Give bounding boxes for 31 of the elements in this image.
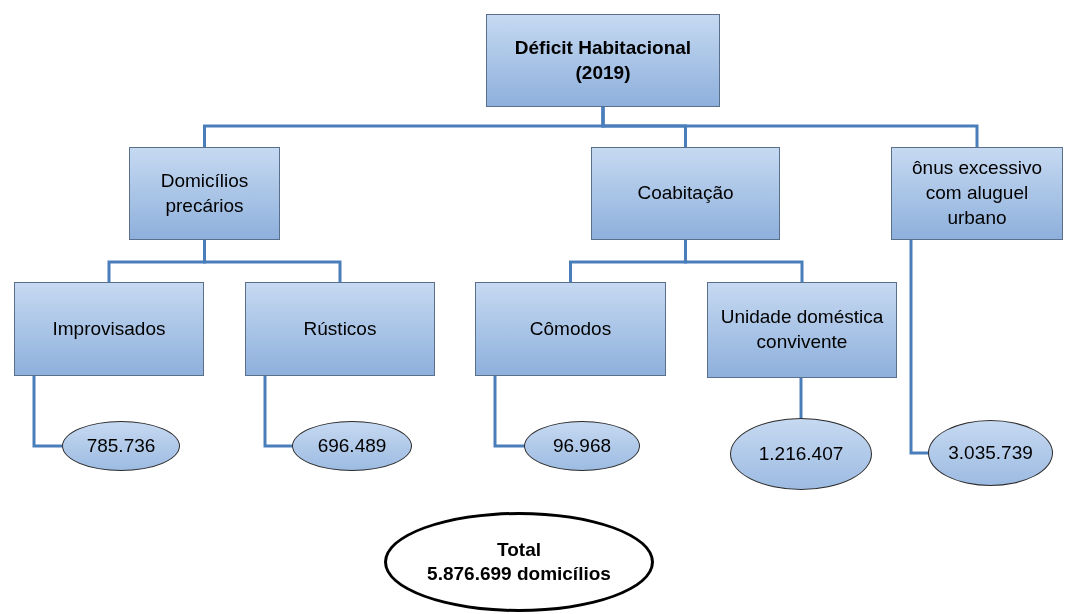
category-box [475,282,666,376]
category-box [707,282,897,378]
category-box [245,282,435,376]
node-text: 785.736 [86,433,156,458]
node-text: ônus excessivo com aluguel urbano [911,156,1043,230]
connector-line [799,378,803,418]
connector-line [909,240,928,455]
node-text: Déficit Habitacional (2019) [513,35,693,85]
node-text: Rústicos [303,316,377,341]
node-text: 1.216.407 [758,441,844,466]
node-text: Unidade doméstica convivente [719,305,885,354]
connector-line [493,376,524,448]
category-box [591,147,780,240]
node-text: Domicílios precários [159,168,250,218]
node-text: Cômodos [529,316,612,341]
connector-line [601,107,979,147]
node-text: Coabitação [637,181,734,206]
category-box [14,282,204,376]
node-text: Total [497,538,541,562]
category-box [891,147,1063,240]
connector-line [203,240,342,282]
node-text: 5.876.699 domicílios [427,562,611,586]
connector-line [263,376,292,448]
node-text: 3.035.739 [948,440,1033,465]
node-text: 96.968 [552,433,612,458]
category-box [486,14,720,107]
node-text: Improvisados [52,316,166,341]
node-text: 696.489 [317,433,387,458]
connector-line [684,240,804,282]
category-box [129,147,280,240]
connector-line [32,376,62,448]
